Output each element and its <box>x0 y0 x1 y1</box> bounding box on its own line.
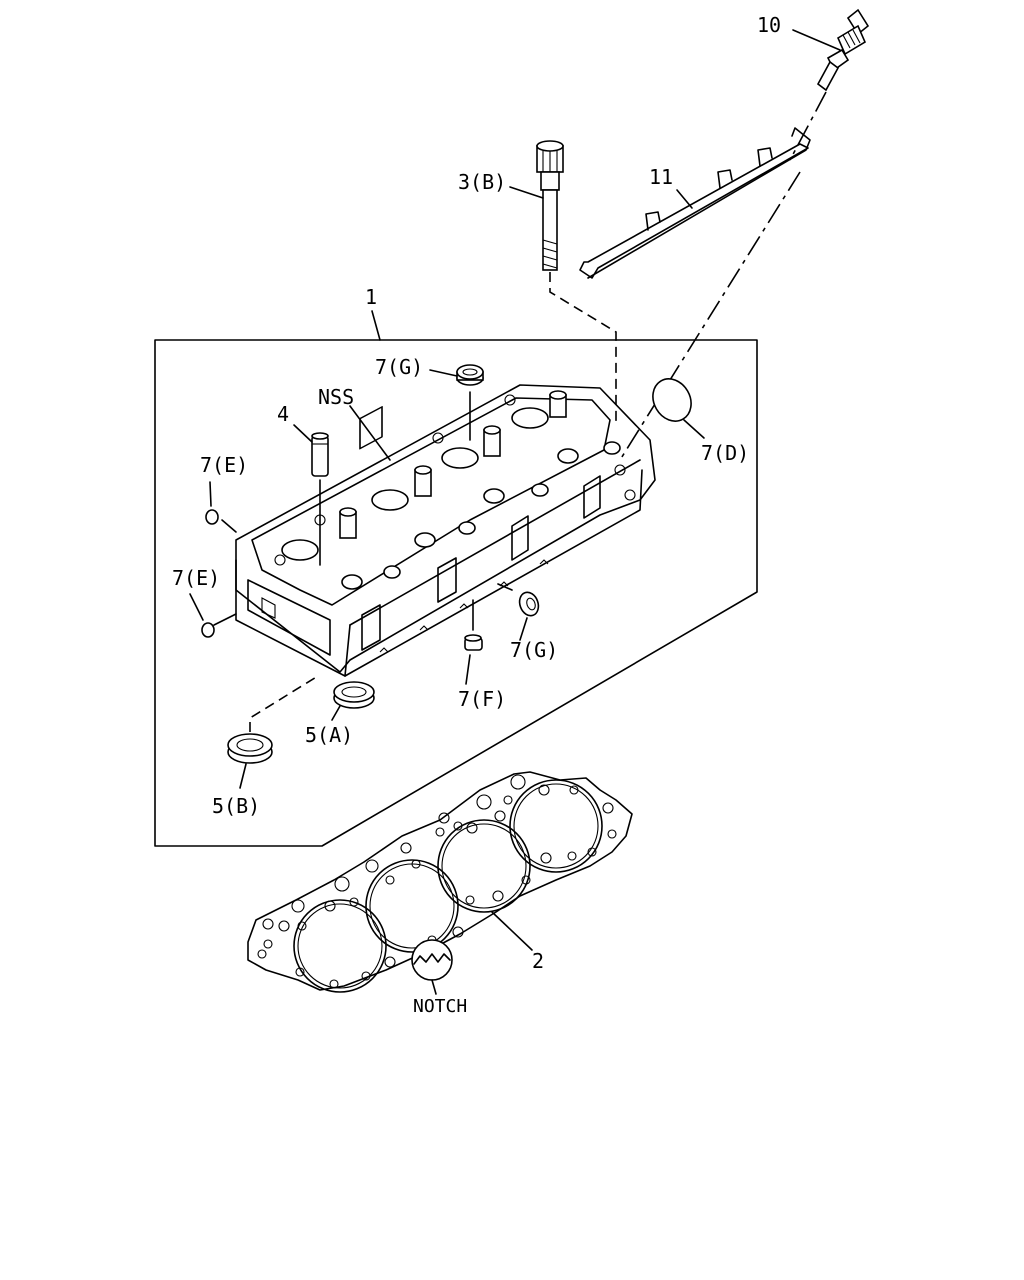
label-nss: NSS <box>318 385 354 409</box>
seal-5a-part <box>333 681 375 709</box>
label-part-10: 10 <box>757 13 781 37</box>
connector-plate-part <box>579 127 811 279</box>
label-part-5a: 5(A) <box>305 723 353 747</box>
label-part-11: 11 <box>649 165 673 189</box>
label-part-7e-top: 7(E) <box>200 453 248 477</box>
label-part-1: 1 <box>365 285 377 309</box>
glow-plug-part <box>816 8 870 92</box>
label-part-5b: 5(B) <box>212 794 260 818</box>
label-part-7e-bottom: 7(E) <box>172 566 220 590</box>
label-part-4: 4 <box>277 402 289 426</box>
plug-7g-bottom-part <box>518 591 540 617</box>
cylinder-head-assembly-frame <box>154 339 758 847</box>
plug-7g-top-part <box>456 364 484 386</box>
plug-7e-top-part <box>205 509 219 525</box>
plug-7d-part <box>652 378 692 422</box>
head-bolt-part <box>536 140 564 271</box>
plug-7f-part <box>464 634 483 651</box>
label-part-3b: 3(B) <box>458 170 506 194</box>
label-part-2: 2 <box>532 949 544 973</box>
label-part-7d: 7(D) <box>701 441 749 465</box>
label-part-7g-bottom: 7(G) <box>510 638 558 662</box>
valve-guide-part <box>311 432 329 477</box>
label-notch: NOTCH <box>413 996 467 1017</box>
plug-7e-bottom-part <box>201 622 215 638</box>
seal-5b-part <box>227 733 273 764</box>
label-part-7f: 7(F) <box>458 687 506 711</box>
cylinder-head-part <box>235 384 656 677</box>
notch-detail <box>411 939 453 981</box>
label-part-7g-top: 7(G) <box>375 355 423 379</box>
